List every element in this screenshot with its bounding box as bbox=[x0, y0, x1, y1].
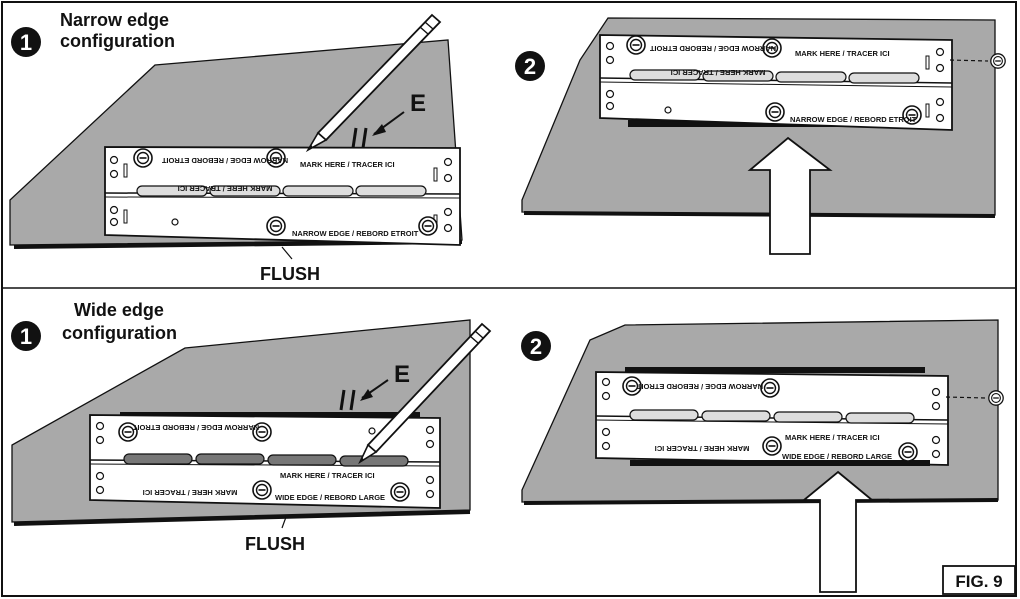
display-edge bbox=[523, 211, 996, 218]
panel-wide-step-1: NARROW EDGE / REBORD ETROIT MARK HERE / … bbox=[11, 300, 492, 554]
svg-text:MARK HERE / TRACER ICI: MARK HERE / TRACER ICI bbox=[785, 433, 880, 442]
figure-label-box: FIG. 9 bbox=[942, 565, 1016, 595]
mounting-bracket: NARROW EDGE / REBORD ETROIT MARK HERE / … bbox=[104, 146, 461, 246]
svg-text:MARK HERE / TRACER ICI: MARK HERE / TRACER ICI bbox=[795, 49, 890, 58]
display-edge bbox=[13, 510, 471, 526]
flush-leader bbox=[281, 516, 287, 529]
edge-label: E bbox=[394, 361, 410, 388]
step-badge: 2 bbox=[515, 51, 545, 81]
edge-label: E bbox=[410, 90, 426, 117]
pencil-icon bbox=[305, 13, 442, 153]
svg-text:1: 1 bbox=[20, 30, 32, 55]
mounting-bracket: NARROW EDGE / REBORD ETROIT MARK HERE / … bbox=[595, 367, 949, 466]
edge-mark bbox=[339, 379, 389, 411]
step-badge: 1 bbox=[11, 321, 41, 351]
display-edge bbox=[523, 498, 999, 505]
panel-title-line2: configuration bbox=[60, 31, 175, 51]
push-up-arrow bbox=[747, 136, 833, 255]
edge-mark bbox=[351, 111, 405, 149]
wall-screw-icon bbox=[949, 53, 1006, 69]
svg-text:MARK HERE / TRACER ICI: MARK HERE / TRACER ICI bbox=[655, 444, 750, 453]
pencil-icon bbox=[358, 322, 492, 465]
svg-text:MARK HERE / TRACER ICI: MARK HERE / TRACER ICI bbox=[178, 184, 273, 193]
flush-label: FLUSH bbox=[245, 534, 305, 554]
svg-text:NARROW EDGE / REBORD ETROIT: NARROW EDGE / REBORD ETROIT bbox=[636, 382, 763, 391]
svg-text:MARK HERE / TRACER ICI: MARK HERE / TRACER ICI bbox=[300, 160, 395, 169]
svg-text:2: 2 bbox=[524, 54, 536, 79]
svg-text:MARK HERE / TRACER ICI: MARK HERE / TRACER ICI bbox=[143, 488, 238, 497]
flush-label: FLUSH bbox=[260, 264, 320, 284]
flush-leader bbox=[281, 246, 293, 260]
svg-text:1: 1 bbox=[20, 324, 32, 349]
mounting-bracket: NARROW EDGE / REBORD ETROIT MARK HERE / … bbox=[89, 412, 441, 509]
step-badge: 1 bbox=[11, 27, 41, 57]
panel-wide-step-2: NARROW EDGE / REBORD ETROIT MARK HERE / … bbox=[521, 319, 1004, 593]
svg-text:NARROW EDGE / REBORD ETROIT: NARROW EDGE / REBORD ETROIT bbox=[790, 115, 917, 124]
svg-text:2: 2 bbox=[530, 334, 542, 359]
panel-narrow-step-1: NARROW EDGE / REBORD ETROIT MARK HERE / … bbox=[9, 10, 463, 284]
svg-text:MARK HERE / TRACER ICI: MARK HERE / TRACER ICI bbox=[671, 68, 766, 77]
panel-title-line2: configuration bbox=[62, 323, 177, 343]
svg-text:NARROW EDGE / REBORD ETROIT: NARROW EDGE / REBORD ETROIT bbox=[649, 44, 776, 53]
svg-text:NARROW EDGE / REBORD ETROIT: NARROW EDGE / REBORD ETROIT bbox=[132, 423, 259, 432]
panel-title-line1: Wide edge bbox=[74, 300, 164, 320]
svg-text:WIDE EDGE / REBORD LARGE: WIDE EDGE / REBORD LARGE bbox=[782, 452, 892, 461]
mounting-bracket: NARROW EDGE / REBORD ETROIT MARK HERE / … bbox=[599, 34, 953, 131]
panel-narrow-step-2: NARROW EDGE / REBORD ETROIT MARK HERE / … bbox=[515, 17, 1006, 255]
figure-label: FIG. 9 bbox=[955, 572, 1002, 591]
svg-text:NARROW EDGE / REBORD ETROIT: NARROW EDGE / REBORD ETROIT bbox=[161, 156, 288, 165]
panel-title-line1: Narrow edge bbox=[60, 10, 169, 30]
step-badge: 2 bbox=[521, 331, 551, 361]
push-up-arrow bbox=[801, 470, 875, 593]
svg-text:MARK HERE / TRACER ICI: MARK HERE / TRACER ICI bbox=[280, 471, 375, 480]
svg-text:NARROW EDGE / REBORD ETROIT: NARROW EDGE / REBORD ETROIT bbox=[292, 229, 419, 238]
svg-text:WIDE EDGE / REBORD LARGE: WIDE EDGE / REBORD LARGE bbox=[275, 493, 385, 502]
